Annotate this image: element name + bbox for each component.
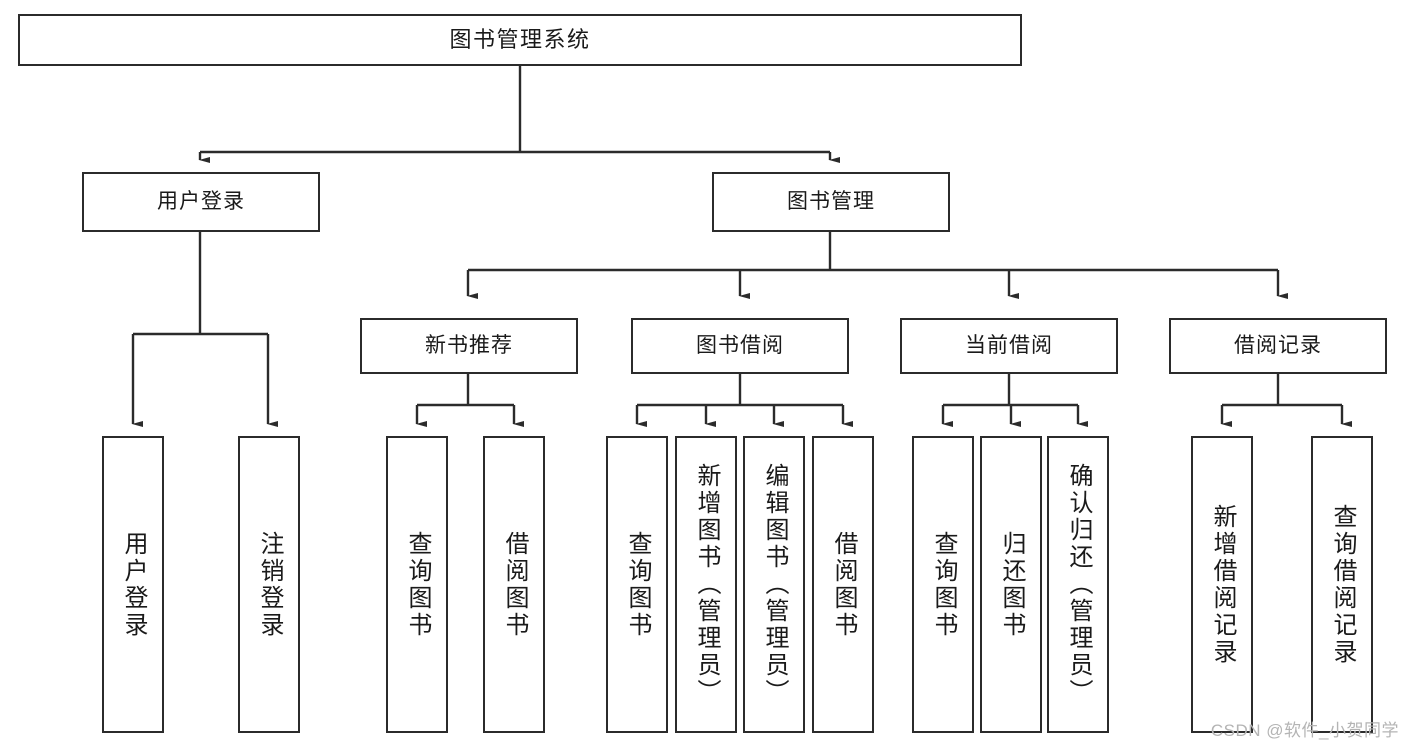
leaf-borrow-book-2-label: 借阅图书 xyxy=(830,530,857,639)
leaf-confirm-return[interactable]: 确认归还（管理员） xyxy=(1047,436,1109,733)
leaf-query-book-2[interactable]: 查询图书 xyxy=(606,436,668,733)
node-root[interactable]: 图书管理系统 xyxy=(18,14,1022,66)
node-book-manage-label: 图书管理 xyxy=(787,189,875,213)
leaf-query-record[interactable]: 查询借阅记录 xyxy=(1311,436,1373,733)
leaf-user-login[interactable]: 用户登录 xyxy=(102,436,164,733)
node-user-login-label: 用户登录 xyxy=(157,189,245,213)
leaf-query-book-1[interactable]: 查询图书 xyxy=(386,436,448,733)
leaf-add-book[interactable]: 新增图书（管理员） xyxy=(675,436,737,733)
node-borrow-record-label: 借阅记录 xyxy=(1234,333,1322,357)
node-user-login[interactable]: 用户登录 xyxy=(82,172,320,232)
leaf-query-book-1-label: 查询图书 xyxy=(404,530,431,639)
node-root-label: 图书管理系统 xyxy=(449,27,591,53)
leaf-return-book[interactable]: 归还图书 xyxy=(980,436,1042,733)
leaf-edit-book-label: 编辑图书（管理员） xyxy=(761,463,788,706)
leaf-borrow-book-1[interactable]: 借阅图书 xyxy=(483,436,545,733)
node-book-manage[interactable]: 图书管理 xyxy=(712,172,950,232)
node-book-borrow-label: 图书借阅 xyxy=(696,333,784,357)
leaf-return-book-label: 归还图书 xyxy=(998,530,1025,639)
leaf-borrow-book-1-label: 借阅图书 xyxy=(501,530,528,639)
node-new-book-recommend-label: 新书推荐 xyxy=(425,333,513,357)
watermark: CSDN @软件_小贺同学 xyxy=(1210,721,1399,740)
leaf-add-record[interactable]: 新增借阅记录 xyxy=(1191,436,1253,733)
node-current-borrow-label: 当前借阅 xyxy=(965,333,1053,357)
node-new-book-recommend[interactable]: 新书推荐 xyxy=(360,318,578,374)
node-book-borrow[interactable]: 图书借阅 xyxy=(631,318,849,374)
leaf-logout-label: 注销登录 xyxy=(256,530,283,639)
leaf-borrow-book-2[interactable]: 借阅图书 xyxy=(812,436,874,733)
leaf-edit-book[interactable]: 编辑图书（管理员） xyxy=(743,436,805,733)
leaf-query-book-3-label: 查询图书 xyxy=(930,530,957,639)
leaf-query-book-3[interactable]: 查询图书 xyxy=(912,436,974,733)
leaf-query-book-2-label: 查询图书 xyxy=(624,530,651,639)
leaf-logout[interactable]: 注销登录 xyxy=(238,436,300,733)
leaf-add-record-label: 新增借阅记录 xyxy=(1209,503,1236,666)
leaf-query-record-label: 查询借阅记录 xyxy=(1329,503,1356,666)
leaf-confirm-return-label: 确认归还（管理员） xyxy=(1065,463,1092,706)
node-current-borrow[interactable]: 当前借阅 xyxy=(900,318,1118,374)
node-borrow-record[interactable]: 借阅记录 xyxy=(1169,318,1387,374)
leaf-add-book-label: 新增图书（管理员） xyxy=(693,463,720,706)
leaf-user-login-label: 用户登录 xyxy=(120,530,147,639)
